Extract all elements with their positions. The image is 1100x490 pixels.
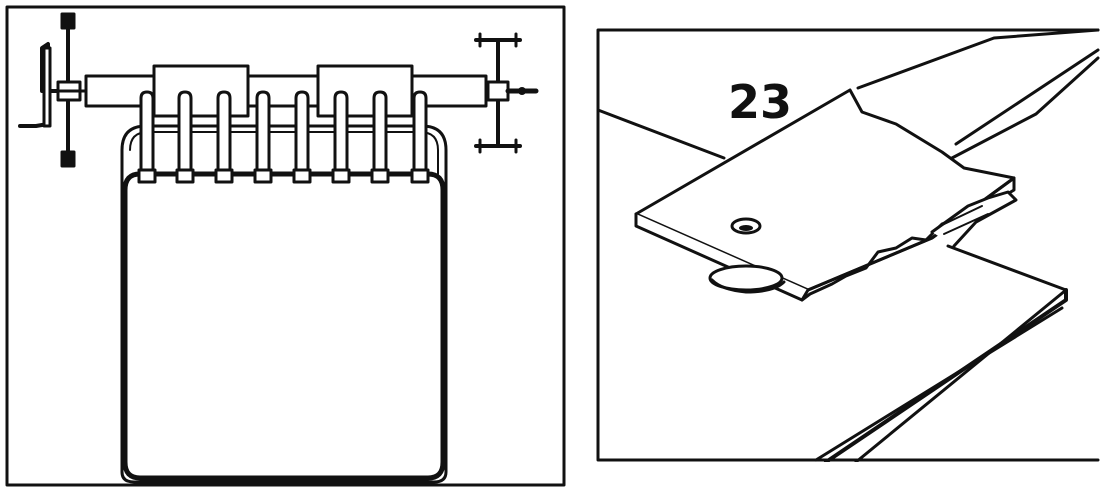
notepad-front-sheet: [122, 171, 446, 481]
binder-ring: [177, 90, 193, 174]
figure-number-label: 23: [728, 75, 792, 129]
crank-handle: [18, 42, 60, 128]
clip-plate-top: [634, 88, 1016, 292]
strap-bottom-edge: [950, 56, 1100, 160]
clip-hinge: [930, 190, 1018, 248]
notepad-inner-edge: [129, 131, 439, 175]
left-upright-bottom-cap: [60, 150, 76, 168]
strap-top-edge: [856, 28, 1100, 90]
left-illustration-panel: [5, 5, 566, 487]
right-illustration-panel: 23: [596, 28, 1100, 462]
table-edge: [596, 108, 726, 160]
notepad-back-sheet: [120, 124, 448, 484]
left-panel-frame: [5, 5, 566, 487]
binder-ring: [216, 90, 232, 174]
washer-ring: [708, 264, 784, 292]
right-panel-frame: [596, 28, 1100, 462]
clip-plate-notched-edge: [800, 214, 966, 302]
binder-ring: [139, 90, 155, 174]
board-top-edge: [854, 244, 1068, 462]
left-upright-top-cap: [60, 12, 76, 30]
binder-ring: [294, 90, 310, 174]
binder-ring: [255, 90, 271, 174]
binder-ring: [412, 90, 428, 174]
shaft-sleeve-left: [152, 64, 250, 118]
shaft-sleeve-right: [316, 64, 414, 118]
right-hub: [486, 80, 510, 102]
binder-rings: [137, 90, 430, 184]
board-front-edge: [824, 288, 1068, 462]
clip-on-board-illustration: 23: [596, 28, 1100, 462]
binder-ring: [372, 90, 388, 174]
binder-ring: [333, 90, 349, 174]
binding-mechanism-illustration: [5, 5, 566, 487]
